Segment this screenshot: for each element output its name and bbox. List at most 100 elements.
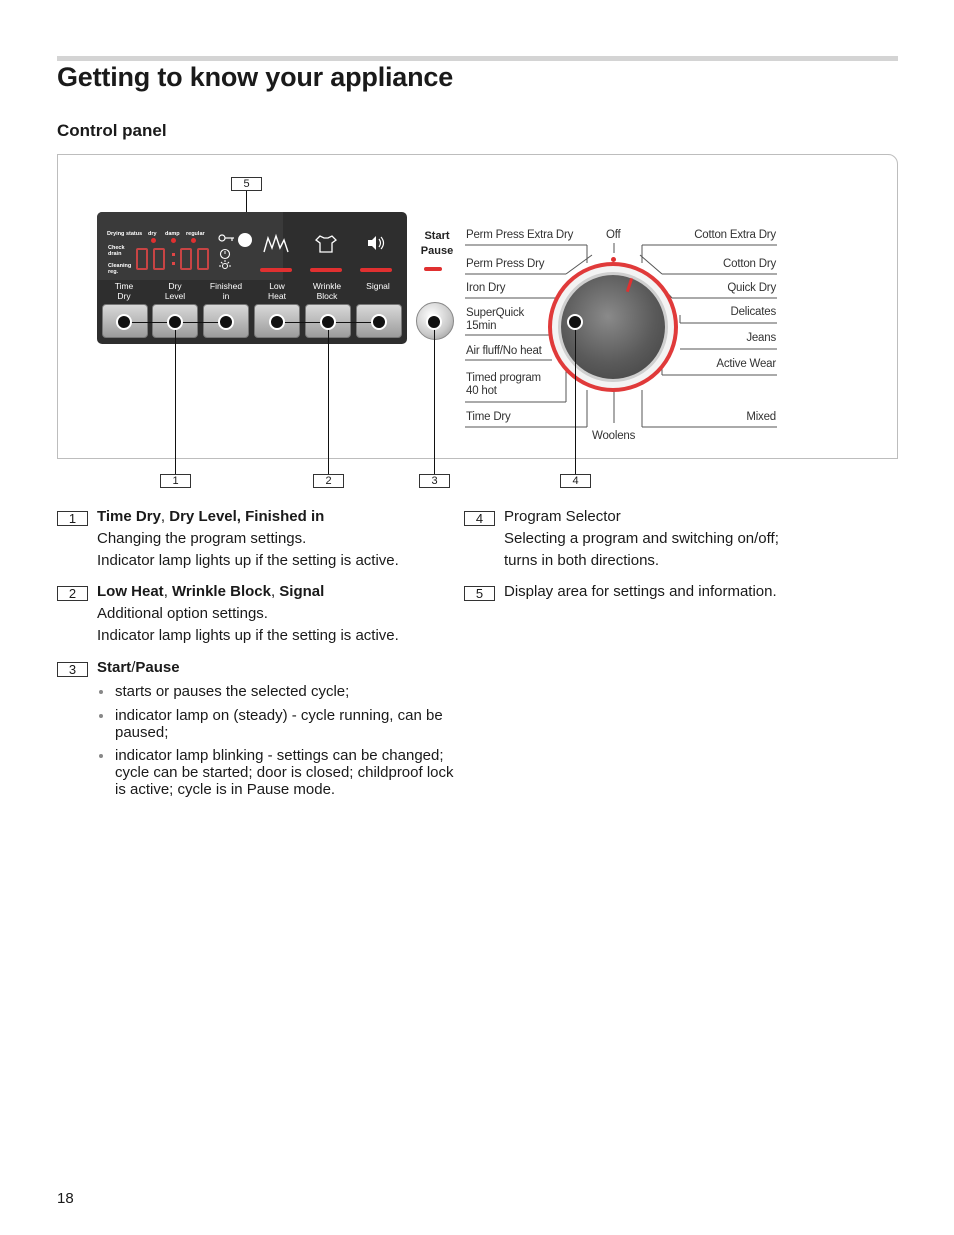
legend-1-line-1: Changing the program settings.: [97, 530, 307, 547]
legend-title-part: Pause: [135, 659, 180, 676]
program-time-dry: Time Dry: [466, 411, 511, 423]
signal-icon: [368, 236, 385, 250]
legend-title-part: /: [131, 659, 136, 676]
program-leader-lines: [465, 243, 777, 428]
program-timed: Timed program 40 hot: [466, 372, 541, 397]
leader-line-2: [328, 322, 329, 474]
program-woolens: Woolens: [592, 430, 636, 442]
status-lamp-regular: [191, 238, 196, 243]
legend-title-2: Low Heat, Wrinkle Block, Signal: [97, 581, 324, 603]
start-pause-indicator: [424, 267, 442, 271]
legend-2-line-1: Additional option settings.: [97, 605, 268, 622]
legend-title-part: ,: [160, 508, 170, 525]
legend-title-part: Dry Level, Finished in: [169, 508, 325, 525]
leader-line-4: [575, 322, 576, 474]
legend-title-part: Wrinkle Block: [172, 583, 271, 600]
label-dry-level: Dry Level: [164, 281, 186, 301]
display-damp: damp: [165, 231, 180, 237]
wrinkle-block-icon: [315, 235, 337, 253]
wrinkle-block-indicator: [310, 268, 342, 272]
section-title: Control panel: [57, 121, 167, 140]
legend-title-part: Signal: [279, 583, 325, 600]
program-iron-dry: Iron Dry: [466, 282, 506, 294]
legend-number-2: 2: [57, 586, 88, 601]
label-signal: Signal: [366, 281, 390, 291]
callout-dot: [567, 314, 583, 330]
program-perm-press-extra-dry: Perm Press Extra Dry: [466, 229, 574, 241]
legend-3-bullet: starts or pauses the selected cycle;: [99, 683, 465, 700]
program-air-fluff: Air fluff/No heat: [466, 345, 542, 357]
timer-icon: [219, 248, 231, 260]
key-icon: [218, 234, 234, 242]
display-dry: dry: [148, 231, 157, 237]
callout-1: 1: [160, 474, 191, 488]
page-number: 18: [57, 1190, 74, 1207]
status-lamp-damp: [171, 238, 176, 243]
label-low-heat: Low Heat: [268, 281, 286, 301]
program-cotton-extra-dry: Cotton Extra Dry: [694, 229, 776, 241]
digit-3: [180, 248, 192, 270]
callout-dot: [116, 314, 132, 330]
program-mixed: Mixed: [746, 411, 776, 423]
display-drying-status: Drying status: [107, 231, 143, 237]
program-cotton-dry: Cotton Dry: [723, 258, 776, 270]
program-delicates: Delicates: [730, 306, 777, 318]
display-check-drain: Check drain: [108, 245, 125, 257]
callout-dot: [218, 314, 234, 330]
start-pause-label: Start Pause: [420, 230, 454, 257]
sun-icon: [219, 260, 231, 269]
colon-dot: [172, 253, 175, 256]
leader-line-3: [434, 322, 435, 474]
label-time-dry: Time Dry: [114, 281, 134, 301]
legend-2-line-2: Indicator lamp lights up if the setting …: [97, 627, 399, 644]
legend-3-bullet: indicator lamp blinking - settings can b…: [99, 747, 467, 798]
legend-4-line-2: turns in both directions.: [504, 552, 660, 569]
legend-number-4: 4: [464, 511, 495, 526]
low-heat-icon: [263, 233, 289, 253]
program-off: Off: [606, 229, 621, 241]
off-indicator-dot: [611, 257, 616, 262]
legend-title-4: Program Selector: [504, 508, 621, 525]
display-cleaning: Cleaning reg.: [108, 263, 132, 275]
program-active-wear: Active Wear: [716, 358, 776, 370]
legend-1-line-2: Indicator lamp lights up if the setting …: [97, 552, 399, 569]
callout-2: 2: [313, 474, 344, 488]
legend-title-part: Low Heat: [97, 583, 164, 600]
digit-4: [197, 248, 209, 270]
signal-indicator: [360, 268, 392, 272]
start-pause-button[interactable]: [416, 302, 454, 340]
legend-3-bullet: indicator lamp on (steady) - cycle runni…: [99, 707, 465, 741]
callout-dot: [320, 314, 336, 330]
callout-dot: [269, 314, 285, 330]
low-heat-indicator: [260, 268, 292, 272]
legend-number-1: 1: [57, 511, 88, 526]
callout-3: 3: [419, 474, 450, 488]
legend-title-part: Start: [97, 659, 132, 676]
callout-5: 5: [231, 177, 262, 191]
callout-dot: [167, 314, 183, 330]
digit-1: [136, 248, 148, 270]
legend-title-1: Time Dry, Dry Level, Finished in: [97, 506, 324, 528]
display-regular: regular: [186, 231, 205, 237]
callout-4: 4: [560, 474, 591, 488]
program-jeans: Jeans: [746, 332, 776, 344]
legend-title-part: Time Dry: [97, 508, 161, 525]
program-quick-dry: Quick Dry: [727, 282, 776, 294]
legend-title-5: Display area for settings and informatio…: [504, 583, 777, 600]
display-icons: [218, 234, 234, 269]
legend-title-3: Start/Pause: [97, 657, 180, 679]
leader-line-1: [175, 322, 176, 474]
legend-title-part: ,: [270, 583, 280, 600]
label-finished-in: Finished in: [209, 281, 243, 301]
callout-dot: [426, 314, 442, 330]
digit-2: [153, 248, 165, 270]
top-rule: [57, 56, 898, 61]
program-superquick: SuperQuick 15min: [466, 307, 525, 332]
legend-number-5: 5: [464, 586, 495, 601]
label-wrinkle-block: Wrinkle Block: [312, 281, 342, 301]
status-lamp-dry: [151, 238, 156, 243]
legend-title-part: ,: [163, 583, 173, 600]
colon-dot: [172, 262, 175, 265]
program-perm-press-dry: Perm Press Dry: [466, 258, 545, 270]
page-title: Getting to know your appliance: [57, 62, 454, 92]
